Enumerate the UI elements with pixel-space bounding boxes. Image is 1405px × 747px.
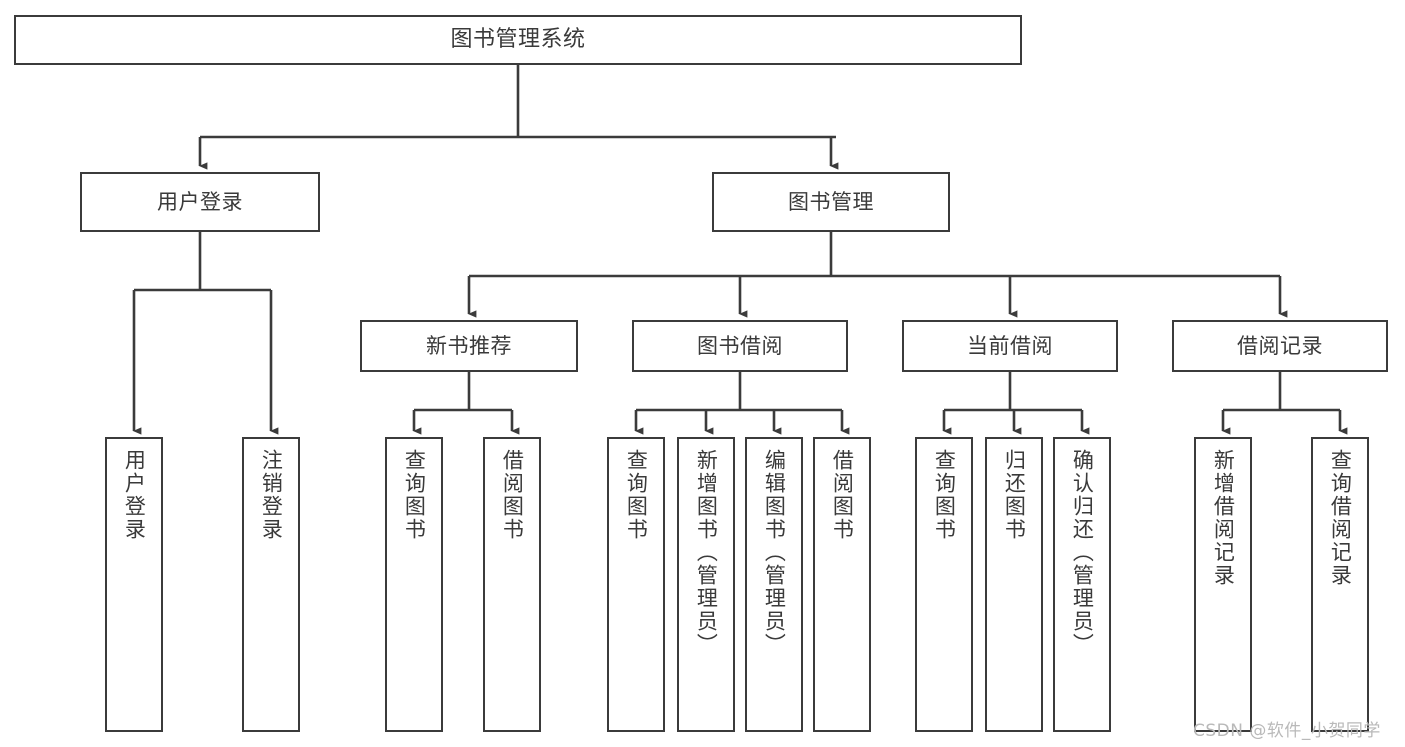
leaf-label: 确认归还（管理员） xyxy=(1070,449,1095,656)
watermark: CSDN @软件_小贺同学 xyxy=(1193,721,1381,741)
node-borrow-record[interactable]: 借阅记录 xyxy=(1172,320,1388,372)
node-root[interactable]: 图书管理系统 xyxy=(14,15,1022,65)
leaf-label: 归还图书 xyxy=(1002,449,1027,541)
leaf-label: 查询图书 xyxy=(932,449,957,541)
leaf-add-book-admin[interactable]: 新增图书（管理员） xyxy=(677,437,735,732)
node-book-borrow[interactable]: 图书借阅 xyxy=(632,320,848,372)
leaf-label: 查询图书 xyxy=(624,449,649,541)
leaf-label: 用户登录 xyxy=(122,449,147,541)
leaf-label: 借阅图书 xyxy=(500,449,525,541)
leaf-query-book[interactable]: 查询图书 xyxy=(607,437,665,732)
node-label: 图书管理 xyxy=(788,189,874,214)
leaf-edit-book-admin[interactable]: 编辑图书（管理员） xyxy=(745,437,803,732)
leaf-label: 借阅图书 xyxy=(830,449,855,541)
leaf-label: 新增图书（管理员） xyxy=(694,449,719,656)
leaf-confirm-return-admin[interactable]: 确认归还（管理员） xyxy=(1053,437,1111,732)
node-label: 用户登录 xyxy=(157,189,243,214)
node-user-login[interactable]: 用户登录 xyxy=(80,172,320,232)
leaf-query-borrow-record[interactable]: 查询借阅记录 xyxy=(1311,437,1369,732)
node-label: 图书借阅 xyxy=(697,333,783,358)
node-new-book-recommend[interactable]: 新书推荐 xyxy=(360,320,578,372)
leaf-label: 查询图书 xyxy=(402,449,427,541)
node-label: 新书推荐 xyxy=(426,333,512,358)
leaf-logout[interactable]: 注销登录 xyxy=(242,437,300,732)
leaf-label: 查询借阅记录 xyxy=(1328,449,1353,587)
leaf-borrow-book[interactable]: 借阅图书 xyxy=(813,437,871,732)
leaf-label: 新增借阅记录 xyxy=(1211,449,1236,587)
leaf-add-borrow-record[interactable]: 新增借阅记录 xyxy=(1194,437,1252,732)
node-book-management[interactable]: 图书管理 xyxy=(712,172,950,232)
leaf-query-book-recommend[interactable]: 查询图书 xyxy=(385,437,443,732)
leaf-borrow-book-recommend[interactable]: 借阅图书 xyxy=(483,437,541,732)
node-label: 当前借阅 xyxy=(967,333,1053,358)
leaf-query-book-current[interactable]: 查询图书 xyxy=(915,437,973,732)
leaf-label: 编辑图书（管理员） xyxy=(762,449,787,656)
node-root-label: 图书管理系统 xyxy=(450,27,586,53)
node-label: 借阅记录 xyxy=(1237,333,1323,358)
leaf-label: 注销登录 xyxy=(259,449,284,541)
node-current-borrow[interactable]: 当前借阅 xyxy=(902,320,1118,372)
leaf-user-login[interactable]: 用户登录 xyxy=(105,437,163,732)
leaf-return-book[interactable]: 归还图书 xyxy=(985,437,1043,732)
